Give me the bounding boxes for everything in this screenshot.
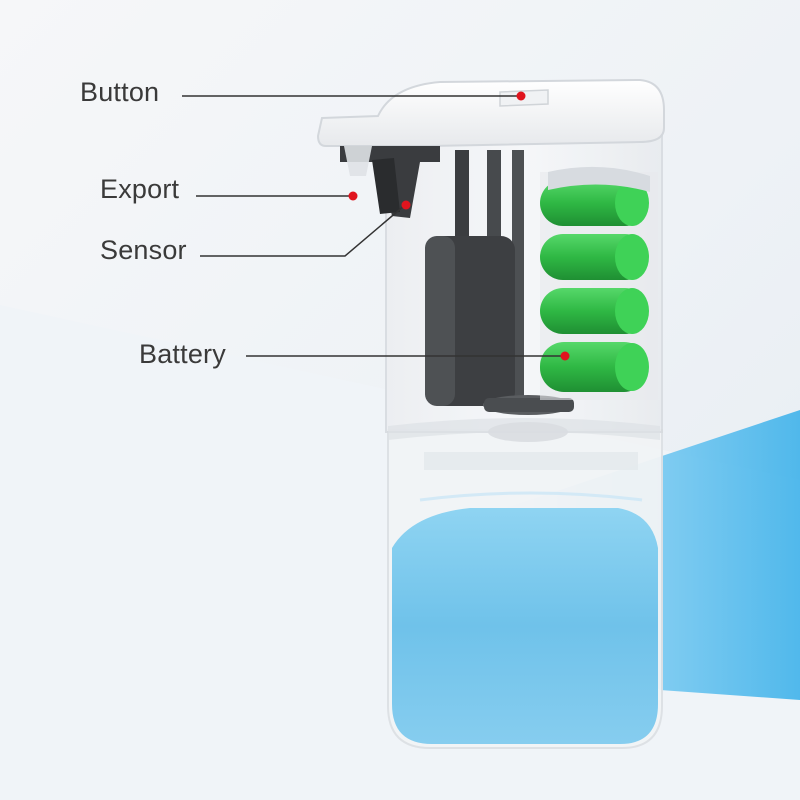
leader-lines — [182, 95, 564, 357]
red-dot-icon — [348, 191, 358, 201]
red-dot-icon — [560, 351, 570, 361]
markers — [348, 91, 570, 361]
button-label: Button — [80, 77, 160, 107]
red-dot-icon — [516, 91, 526, 101]
battery-cell — [540, 234, 649, 280]
battery-pack — [540, 166, 658, 400]
sensor-leader-line — [200, 204, 406, 257]
battery-cell — [540, 342, 649, 392]
battery-label: Battery — [139, 339, 226, 369]
red-dot-icon — [401, 200, 411, 210]
pump-mechanism — [425, 150, 574, 442]
export-label: Export — [100, 174, 180, 204]
battery-cell — [540, 180, 649, 226]
sensor-label: Sensor — [100, 235, 187, 265]
liquid — [392, 508, 658, 744]
reservoir — [387, 429, 663, 749]
battery-cell — [540, 288, 649, 334]
nozzle-sensor-assembly — [340, 146, 440, 218]
